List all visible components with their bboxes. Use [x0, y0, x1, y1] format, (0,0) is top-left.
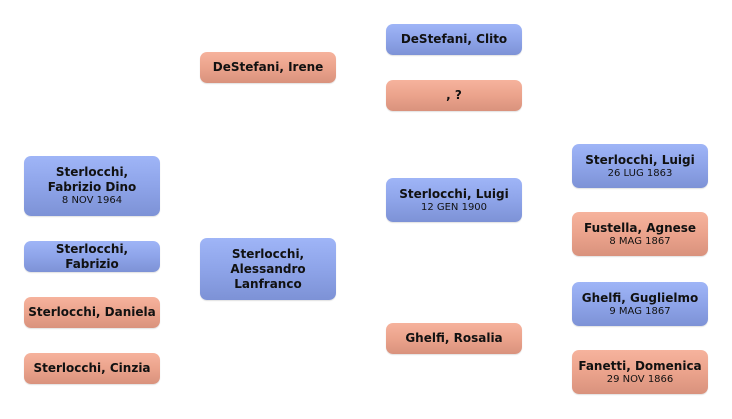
person-name: Fanetti, Domenica — [578, 358, 702, 373]
person-name: Sterlocchi, Fabrizio — [55, 241, 129, 271]
person-box-fabrizio[interactable]: Sterlocchi, Fabrizio — [24, 241, 160, 272]
person-box-agnese[interactable]: Fustella, Agnese 8 MAG 1867 — [572, 212, 708, 256]
person-box-cinzia[interactable]: Sterlocchi, Cinzia — [24, 353, 160, 384]
person-date: 26 LUG 1863 — [607, 167, 673, 179]
person-date: 12 GEN 1900 — [420, 201, 488, 213]
person-name: Sterlocchi, Luigi — [585, 152, 695, 167]
person-box-irene[interactable]: DeStefani, Irene — [200, 52, 336, 83]
person-name: Fustella, Agnese — [583, 220, 697, 235]
person-name: DeStefani, Irene — [212, 60, 324, 74]
person-date: 9 MAG 1867 — [609, 305, 671, 317]
person-box-luigi-1900[interactable]: Sterlocchi, Luigi 12 GEN 1900 — [386, 178, 522, 222]
person-name: Sterlocchi, Fabrizio Dino — [47, 165, 137, 194]
person-name: Ghelfi, Guglielmo — [581, 290, 699, 305]
person-box-clito[interactable]: DeStefani, Clito — [386, 24, 522, 55]
person-date: 8 NOV 1964 — [61, 195, 123, 206]
person-name: Ghelfi, Rosalia — [405, 331, 503, 345]
person-box-luigi-1863[interactable]: Sterlocchi, Luigi 26 LUG 1863 — [572, 144, 708, 188]
person-box-guglielmo[interactable]: Ghelfi, Guglielmo 9 MAG 1867 — [572, 282, 708, 326]
person-name: Sterlocchi, Daniela — [28, 305, 156, 319]
person-box-daniela[interactable]: Sterlocchi, Daniela — [24, 297, 160, 328]
person-box-fabrizio-dino[interactable]: Sterlocchi, Fabrizio Dino 8 NOV 1964 — [24, 156, 160, 216]
person-box-domenica[interactable]: Fanetti, Domenica 29 NOV 1866 — [572, 350, 708, 394]
person-box-alessandro[interactable]: Sterlocchi, Alessandro Lanfranco — [200, 238, 336, 300]
person-name: Sterlocchi, Alessandro Lanfranco — [230, 246, 306, 291]
person-date: 8 MAG 1867 — [609, 235, 671, 247]
person-box-rosalia[interactable]: Ghelfi, Rosalia — [386, 323, 522, 354]
person-date: 29 NOV 1866 — [606, 373, 674, 385]
person-name: Sterlocchi, Luigi — [399, 186, 509, 201]
person-box-unknown[interactable]: , ? — [386, 80, 522, 111]
person-name: , ? — [446, 88, 462, 102]
person-name: Sterlocchi, Cinzia — [33, 361, 151, 375]
person-name: DeStefani, Clito — [400, 32, 508, 46]
